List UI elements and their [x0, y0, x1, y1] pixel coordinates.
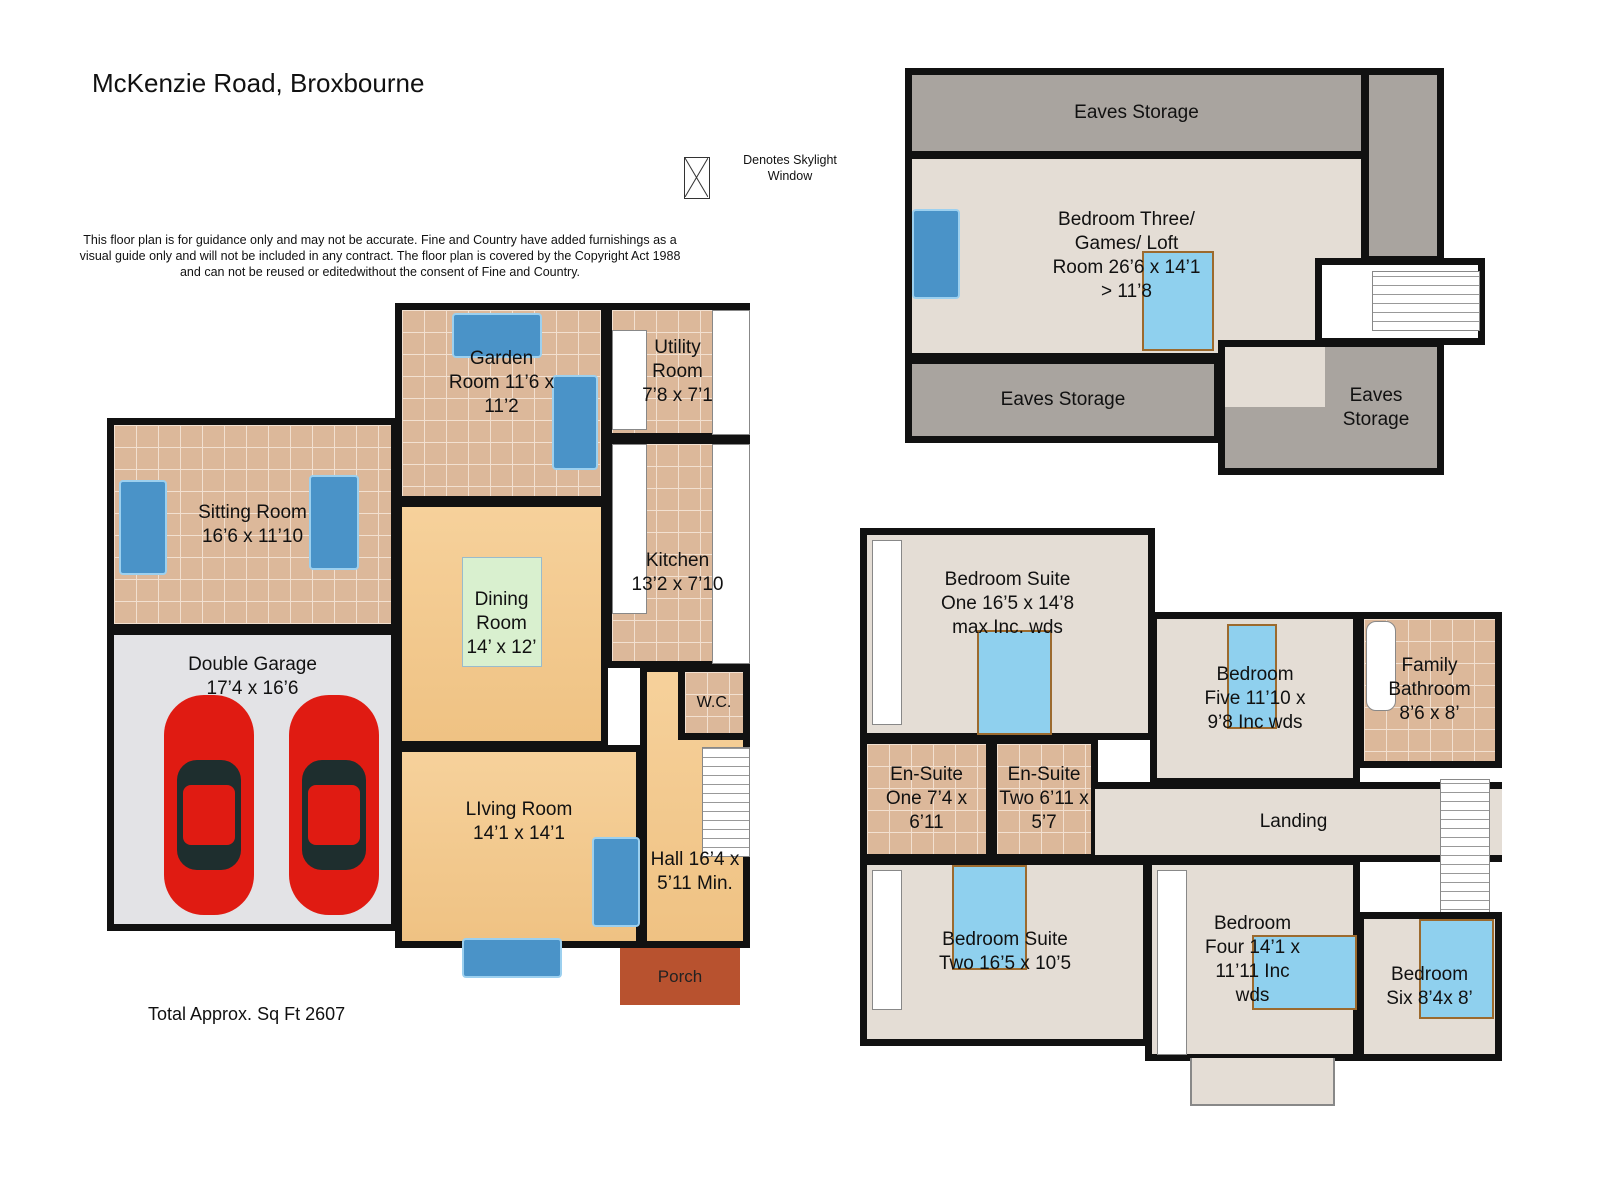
sofa [912, 209, 960, 299]
sofa [309, 475, 359, 570]
sofa [452, 313, 542, 358]
room-label: Landing [1259, 811, 1328, 832]
room-label: Utility Room 7’8 x 7’1 [642, 336, 713, 406]
room-label: Double Garage 17’4 x 16’6 [188, 654, 317, 699]
room-label: Family Bathroom 8’6 x 8’ [1388, 655, 1471, 724]
sofa [119, 480, 167, 575]
room-label: Porch [657, 966, 703, 986]
room-en-suite-two: En-Suite Two 6’11 x 5’7 [990, 737, 1098, 861]
counter [612, 444, 647, 614]
room-label: Garden Room 11’6 x 11’2 [448, 348, 555, 417]
room-bedroom-suite-two: Bedroom Suite Two 16’5 x 10’5 [860, 858, 1150, 1046]
room-label: Bedroom Suite Two 16’5 x 10’5 [938, 929, 1072, 974]
bed [1419, 919, 1494, 1019]
room-label: Dining Room 14’ x 12’ [466, 589, 537, 658]
bed [977, 630, 1052, 735]
bed [1252, 935, 1357, 1010]
bed [952, 865, 1027, 970]
sofa [462, 938, 562, 978]
wardrobe [872, 540, 902, 725]
room-bedroom-suite-one: Bedroom Suite One 16’5 x 14’8 max Inc. w… [860, 528, 1155, 740]
counter [712, 310, 750, 435]
room-label: Kitchen 13’2 x 7’10 [631, 549, 724, 595]
skylight-legend: Denotes Skylight Window [743, 153, 837, 183]
room-bedroom-five: Bedroom Five 11’10 x 9’8 Inc wds [1150, 612, 1360, 785]
room-eaves-right: Eaves Storage [1218, 340, 1444, 475]
loft-stairs [1315, 258, 1485, 345]
room-landing: Landing [1095, 779, 1502, 919]
staircase [1372, 271, 1480, 331]
room-porch: Porch [620, 948, 740, 1005]
counter [712, 444, 750, 664]
bath [1366, 621, 1396, 711]
sofa [552, 375, 598, 470]
room-label: Sitting Room 16’6 x 11’10 [198, 501, 307, 547]
room-dining: Dining Room 14’ x 12’ [395, 500, 608, 748]
bay-window [1190, 1058, 1335, 1106]
skylight-icon [684, 157, 710, 199]
room-label: Bedroom Four 14’1 x 11’11 Inc wds [1204, 912, 1301, 1006]
room-family-bathroom: Family Bathroom 8’6 x 8’ [1357, 612, 1502, 768]
bed [1227, 624, 1277, 729]
room-label: W.C. [696, 693, 732, 711]
room-bedroom-four: Bedroom Four 14’1 x 11’11 Inc wds [1145, 858, 1360, 1061]
room-en-suite-one: En-Suite One 7’4 x 6’11 [860, 737, 993, 861]
room-bedroom-three: Bedroom Three/ Games/ Loft Room 26’6 x 1… [905, 152, 1368, 360]
dining-table [462, 557, 542, 667]
room-label: Eaves Storage [1000, 389, 1126, 410]
disclaimer: This floor plan is for guidance only and… [79, 233, 681, 279]
staircase [702, 747, 750, 857]
room-sitting: Sitting Room 16’6 x 11’10 [107, 418, 398, 631]
room-label: Bedroom Three/ Games/ Loft Room 26’6 x 1… [1052, 209, 1201, 302]
wardrobe [1157, 870, 1187, 1055]
room-bedroom-six: Bedroom Six 8’4x 8’ [1357, 912, 1502, 1061]
room-garage: Double Garage 17’4 x 16’6 [107, 628, 398, 931]
room-label: Bedroom Six 8’4x 8’ [1386, 963, 1473, 1009]
room-eaves-top: Eaves Storage [905, 68, 1368, 158]
room-kitchen: Kitchen 13’2 x 7’10 [605, 437, 750, 668]
counter [612, 330, 647, 430]
car-icon [289, 695, 379, 915]
room-label: Hall 16’4 x 5’11 Min. [650, 848, 740, 894]
landing-area [1225, 347, 1325, 407]
car-icon [164, 695, 254, 915]
room-utility: Utility Room 7’8 x 7’1 [605, 303, 750, 440]
bed [1142, 251, 1214, 351]
room-label: En-Suite Two 6’11 x 5’7 [999, 764, 1089, 833]
staircase [1440, 779, 1490, 919]
page-title: McKenzie Road, Broxbourne [92, 68, 425, 98]
room-label: Bedroom Five 11’10 x 9’8 Inc wds [1204, 663, 1306, 733]
total-area: Total Approx. Sq Ft 2607 [148, 1004, 346, 1024]
wardrobe [872, 870, 902, 1010]
room-eaves-corner [1362, 68, 1444, 263]
room-wc: W.C. [678, 665, 750, 740]
room-label: Bedroom Suite One 16’5 x 14’8 max Inc. w… [940, 569, 1075, 638]
room-label: Eaves Storage [1342, 384, 1410, 430]
sofa [592, 837, 640, 927]
room-label: En-Suite One 7’4 x 6’11 [885, 764, 968, 833]
room-eaves-bottom: Eaves Storage [905, 357, 1221, 443]
room-living: LIving Room 14’1 x 14’1 [395, 745, 643, 978]
room-label: LIving Room 14’1 x 14’1 [465, 798, 573, 844]
room-garden: Garden Room 11’6 x 11’2 [395, 303, 608, 503]
room-label: Eaves Storage [1074, 102, 1199, 123]
